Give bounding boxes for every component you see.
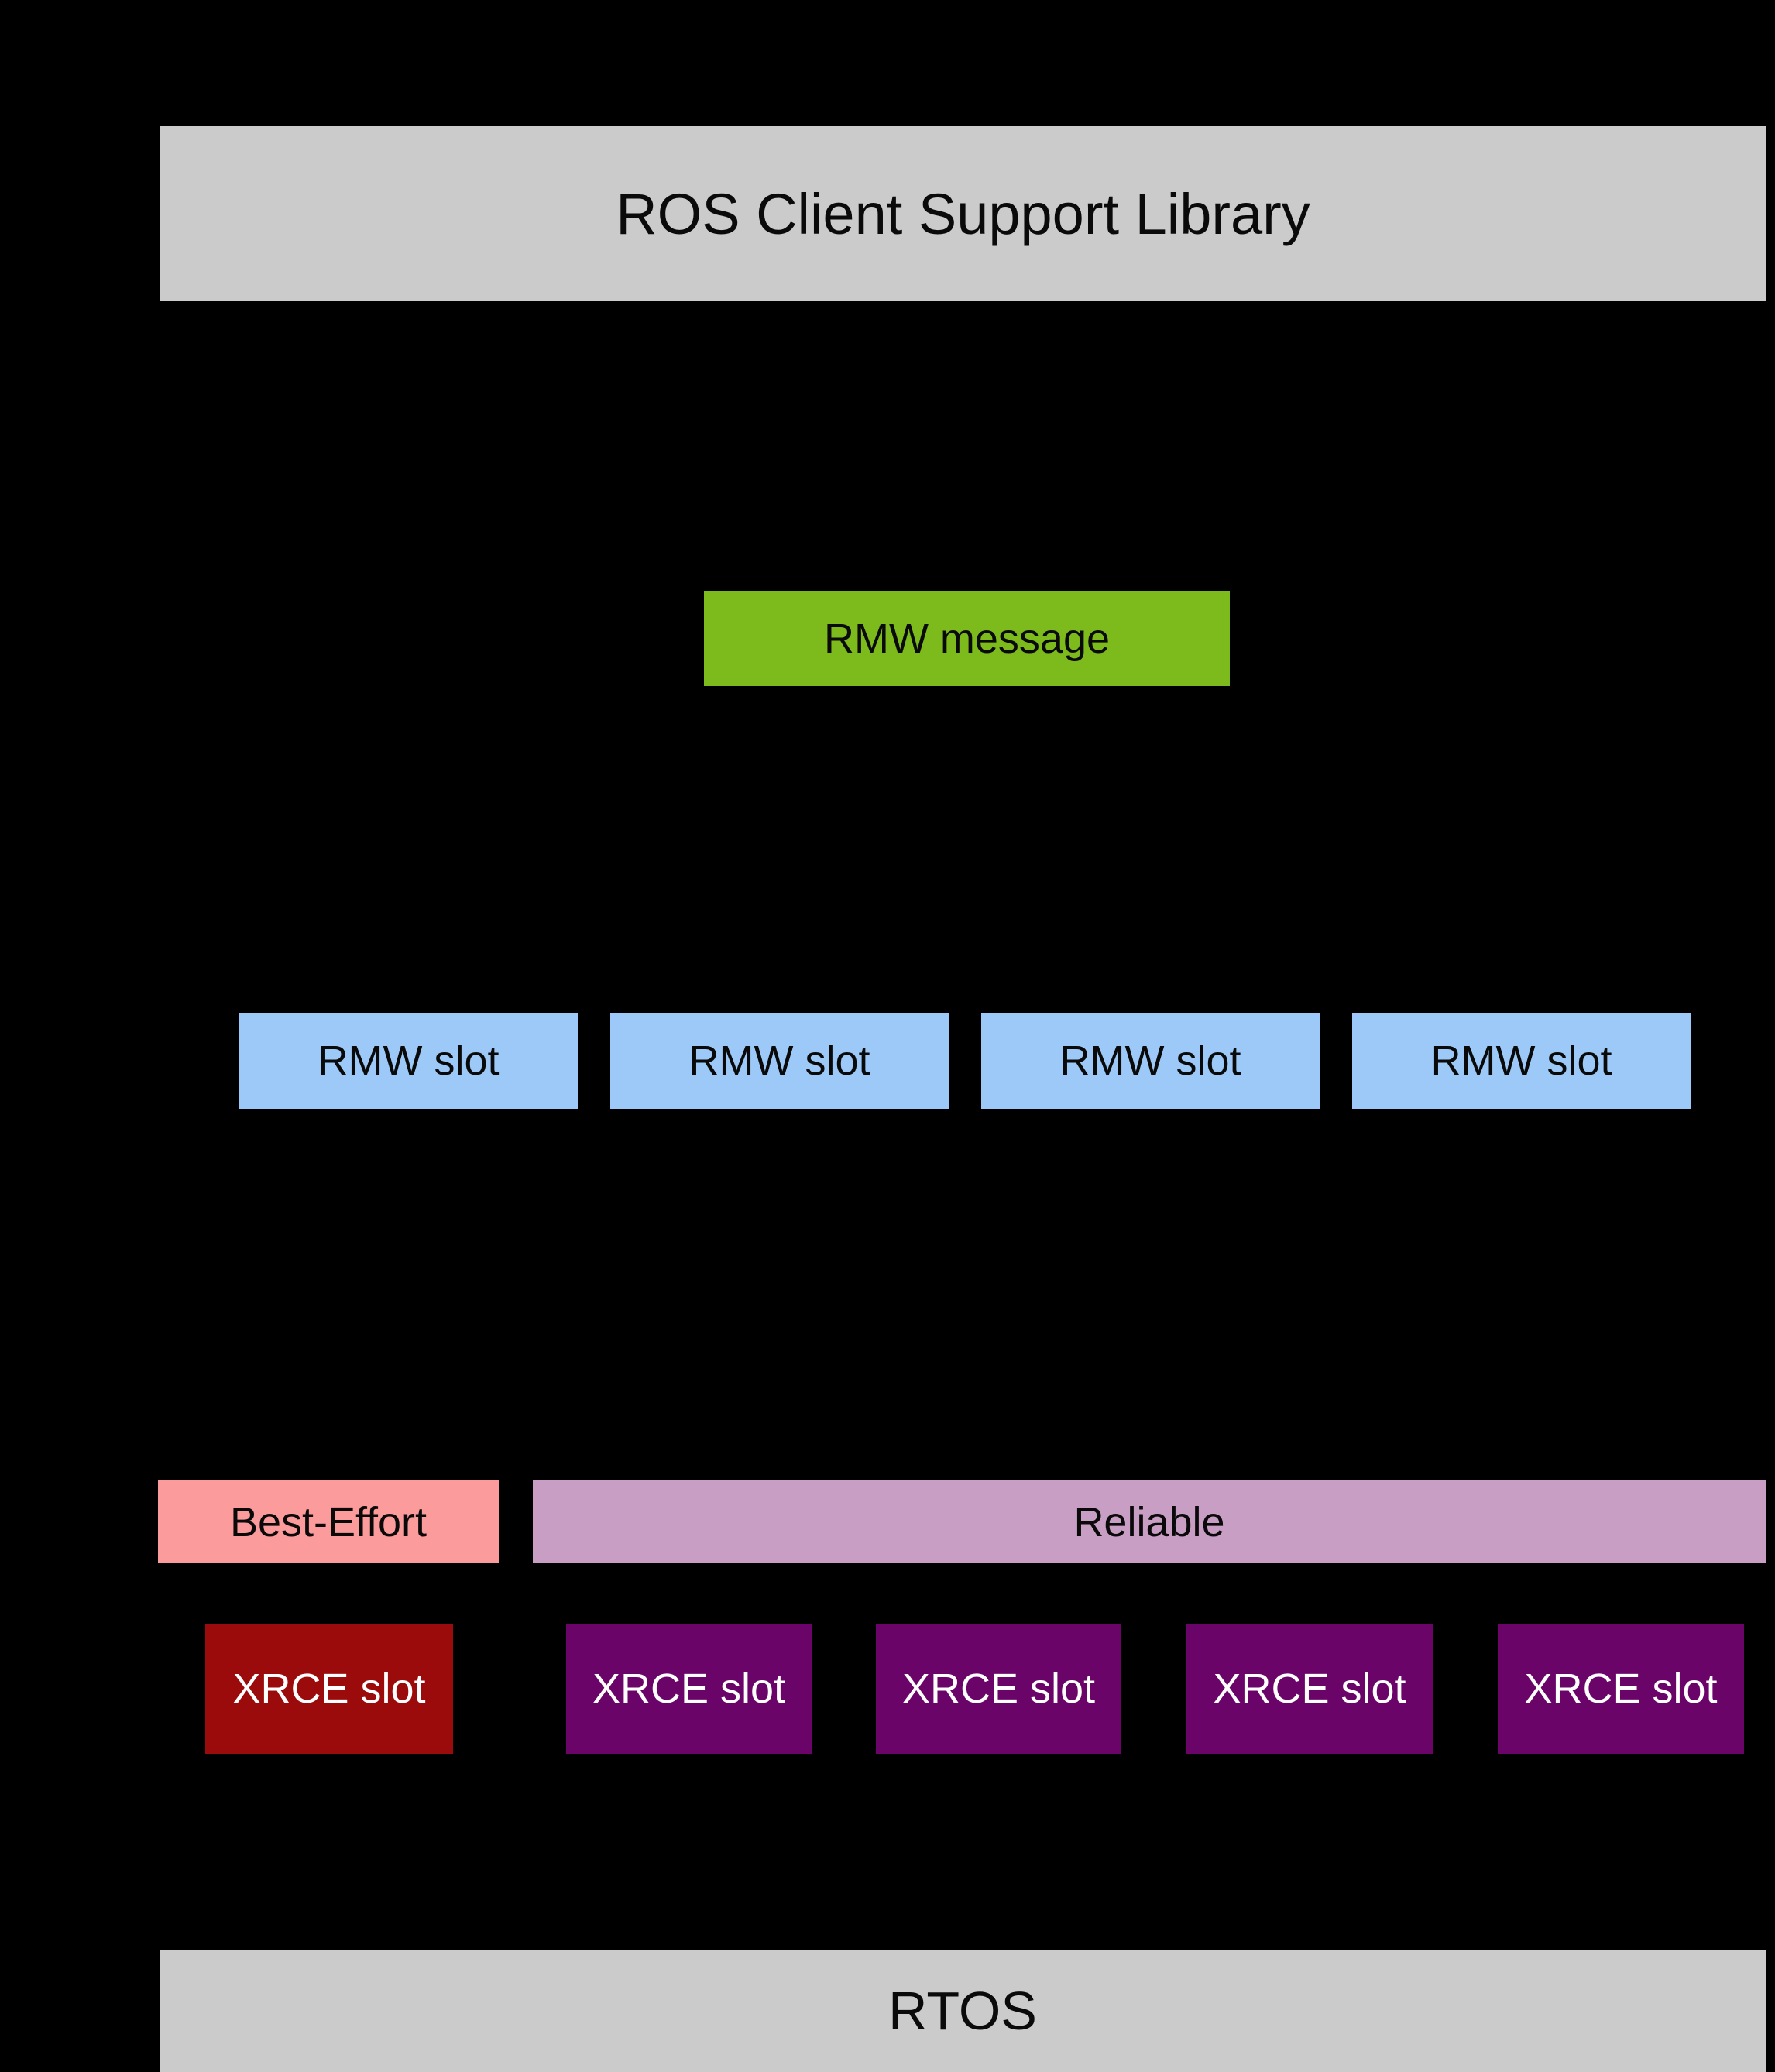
ros-client-support-library-label: ROS Client Support Library xyxy=(616,181,1310,246)
rmw-message-box: RMW message xyxy=(704,591,1230,686)
xrce-slot-box-reliable-1: XRCE slot xyxy=(566,1624,812,1754)
xrce-slot-label: XRCE slot xyxy=(901,1665,1096,1712)
best-effort-label: Best-Effort xyxy=(229,1498,427,1545)
rmw-slot-box-4: RMW slot xyxy=(1352,1013,1691,1109)
rmw-slot-box-2: RMW slot xyxy=(610,1013,949,1109)
reliable-qos-bar: Reliable xyxy=(533,1480,1766,1563)
xrce-slot-box-reliable-4: XRCE slot xyxy=(1498,1624,1744,1754)
rmw-slot-box-3: RMW slot xyxy=(981,1013,1320,1109)
rmw-slot-label: RMW slot xyxy=(1059,1038,1241,1084)
xrce-slot-box-best-effort: XRCE slot xyxy=(205,1624,453,1754)
xrce-slot-label: XRCE slot xyxy=(1213,1665,1406,1712)
best-effort-qos-bar: Best-Effort xyxy=(158,1480,499,1563)
rtos-bar: RTOS xyxy=(160,1950,1766,2072)
rmw-slot-label: RMW slot xyxy=(688,1038,870,1084)
rmw-message-label: RMW message xyxy=(823,615,1111,662)
rmw-slot-label: RMW slot xyxy=(1430,1038,1612,1084)
xrce-slot-box-reliable-3: XRCE slot xyxy=(1186,1624,1433,1754)
xrce-slot-label: XRCE slot xyxy=(232,1665,426,1712)
xrce-slot-box-reliable-2: XRCE slot xyxy=(876,1624,1121,1754)
xrce-slot-label: XRCE slot xyxy=(592,1665,786,1712)
xrce-slot-label: XRCE slot xyxy=(1524,1665,1718,1712)
rmw-slot-box-1: RMW slot xyxy=(239,1013,578,1109)
ros-client-support-library-bar: ROS Client Support Library xyxy=(160,126,1766,301)
reliable-label: Reliable xyxy=(1073,1498,1225,1545)
rtos-label: RTOS xyxy=(888,1981,1037,2041)
rmw-slot-label: RMW slot xyxy=(318,1038,500,1084)
